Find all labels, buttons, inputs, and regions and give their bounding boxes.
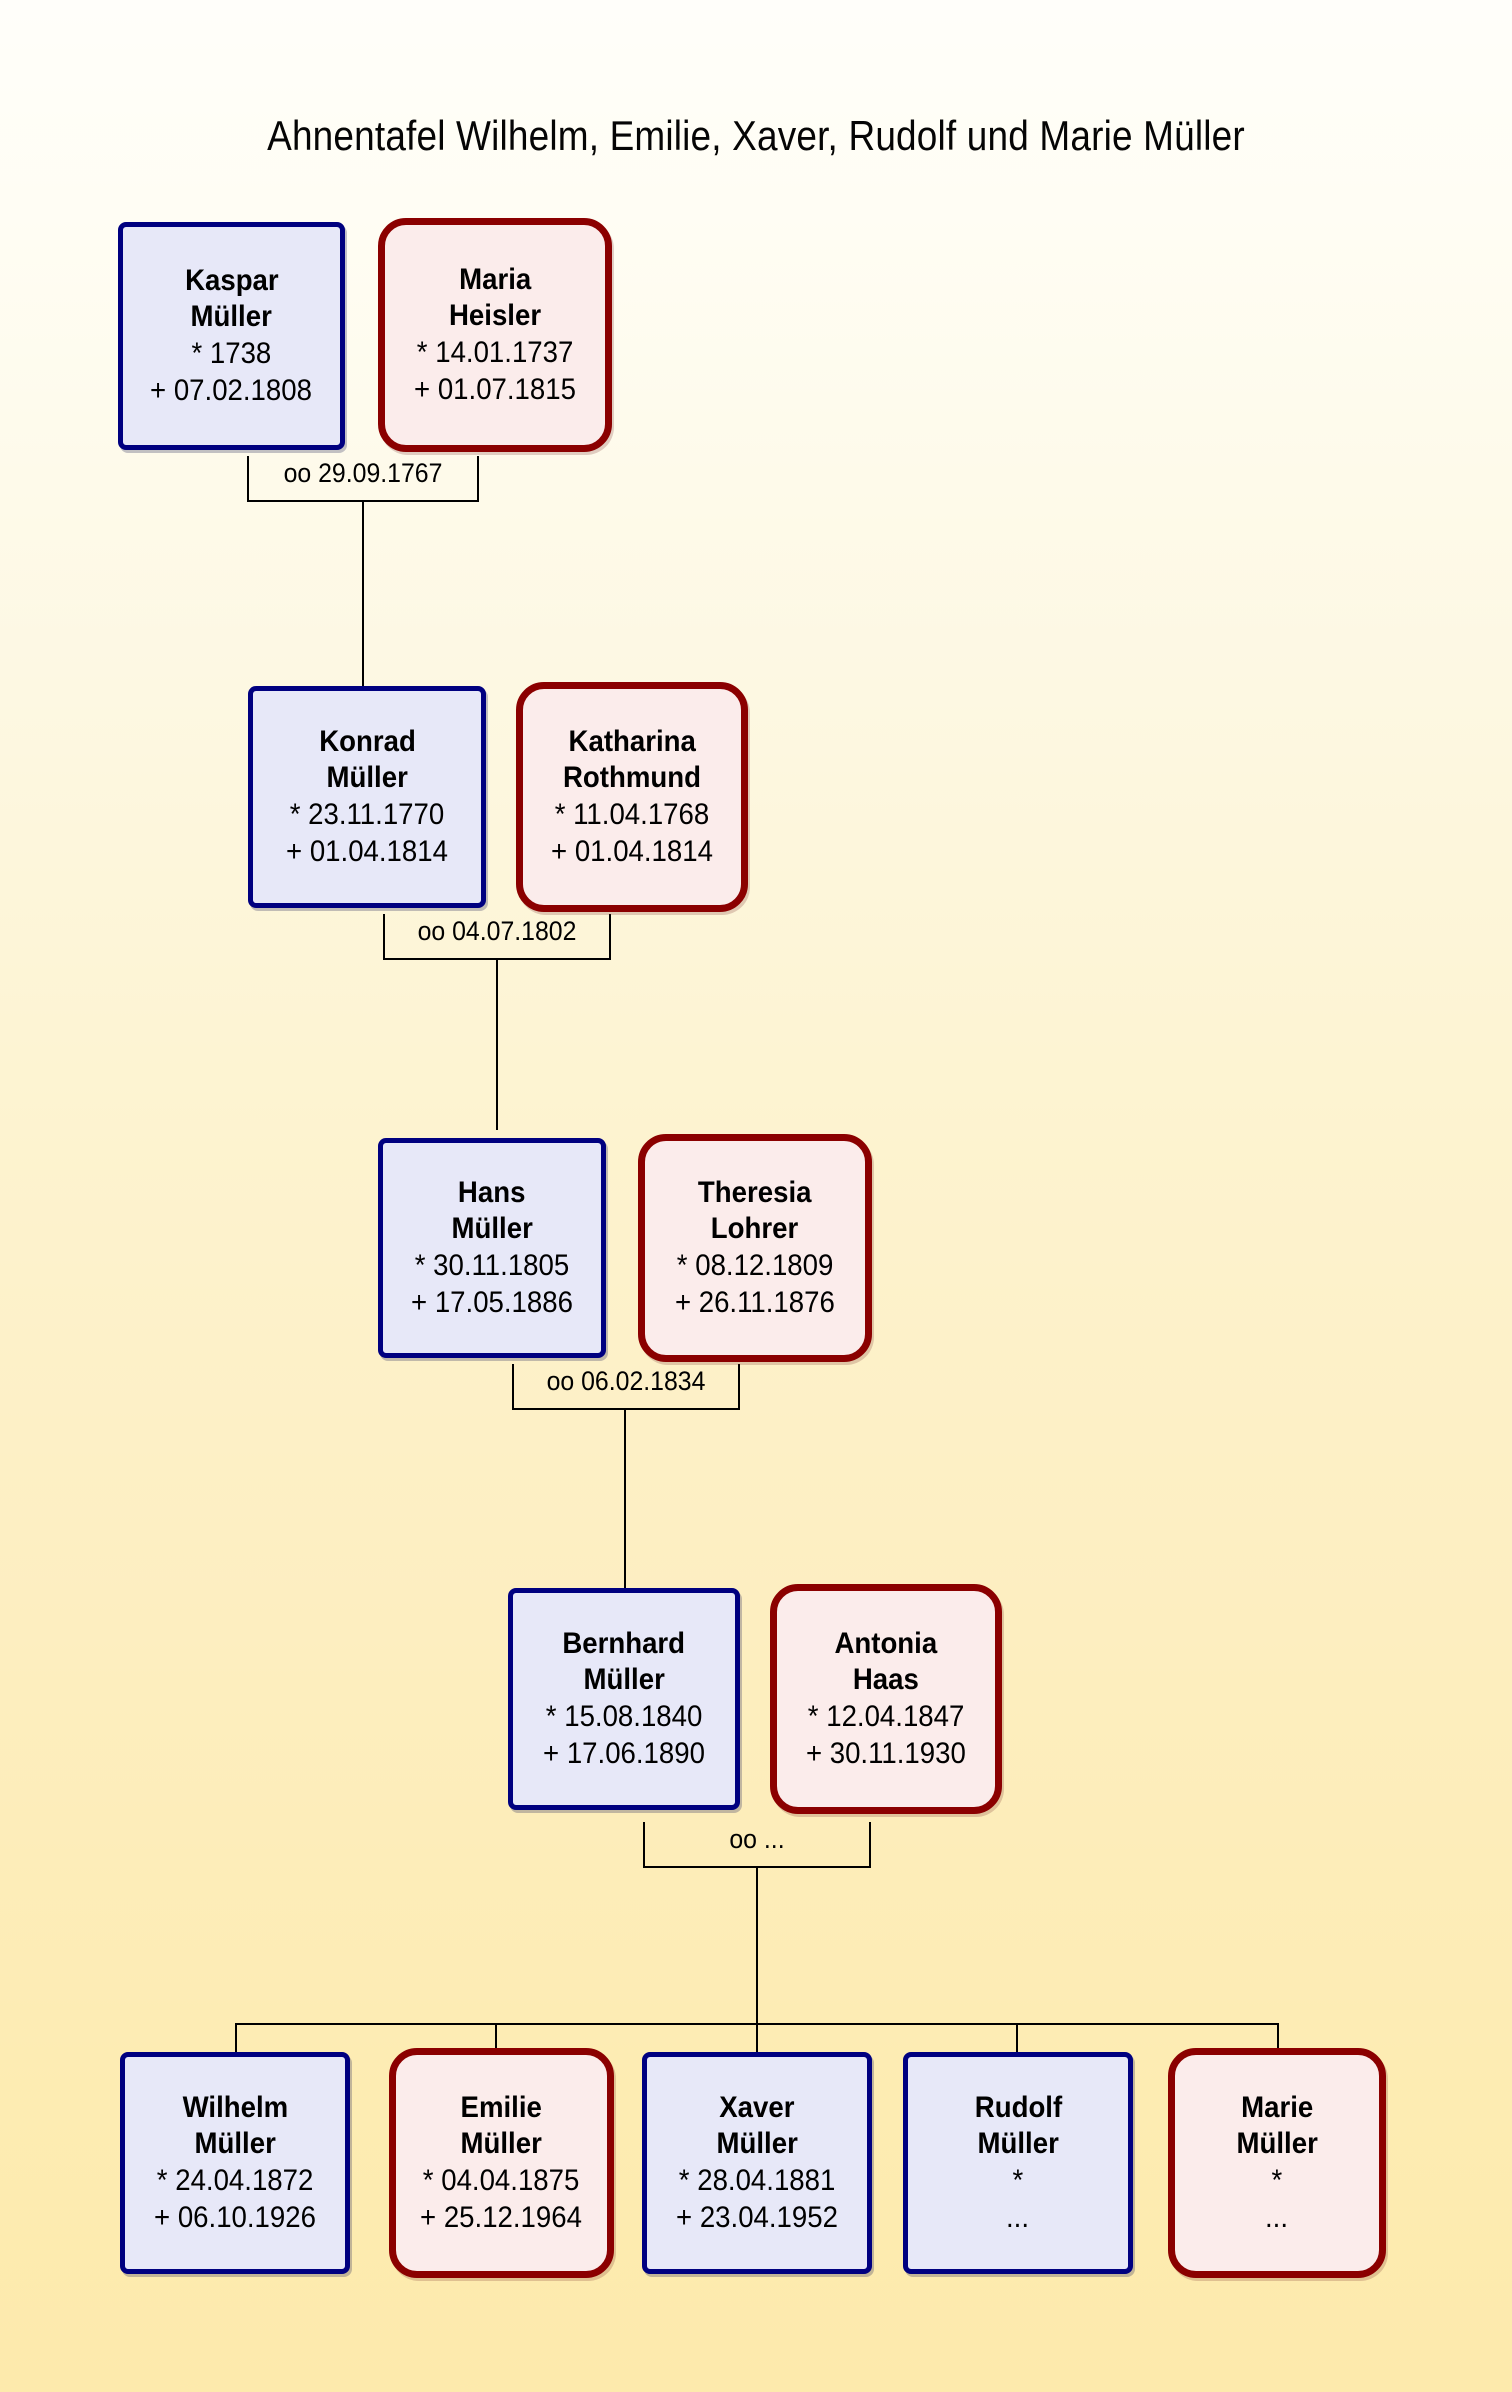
person-death-date: + 17.06.1890 (543, 1736, 705, 1770)
marriage-bar (643, 1866, 871, 1868)
page-title: Ahnentafel Wilhelm, Emilie, Xaver, Rudol… (267, 112, 1245, 159)
marriage-bar (247, 500, 479, 502)
person-given-name: Maria (458, 262, 532, 296)
marriage-stub-left (247, 456, 249, 502)
person-surname: Haas (853, 1663, 919, 1697)
marriage-date-label: oo ... (729, 1824, 785, 1854)
person-surname: Müller (326, 761, 408, 795)
marriage-connector-gen3: oo 06.02.1834 (512, 1364, 740, 1410)
person-death-date: + 26.11.1876 (675, 1285, 835, 1319)
sibling-stub-rudolf (1016, 2023, 1018, 2065)
person-given-name: Konrad (318, 724, 416, 758)
person-surname: Müller (190, 300, 273, 334)
person-birth-date: * 30.11.1805 (414, 1249, 570, 1282)
sibling-stub-emilie (495, 2023, 497, 2065)
person-box-marie-mueller[interactable]: Marie Müller * ... (1168, 2048, 1386, 2278)
marriage-stub-right (869, 1822, 871, 1868)
person-death-date: + 23.04.1952 (676, 2200, 838, 2234)
marriage-stub-left (643, 1822, 645, 1868)
person-birth-date: * 24.04.1872 (156, 2164, 314, 2197)
person-death-date: + 30.11.1930 (806, 1736, 966, 1770)
person-given-name: Antonia (834, 1626, 938, 1660)
person-box-maria-heisler[interactable]: Maria Heisler * 14.01.1737 + 01.07.1815 (378, 218, 612, 452)
person-birth-date: * 28.04.1881 (678, 2164, 836, 2197)
person-birth-date: * 11.04.1768 (554, 798, 710, 831)
person-box-antonia-haas[interactable]: Antonia Haas * 12.04.1847 + 30.11.1930 (770, 1584, 1002, 1814)
person-death-date: + 01.07.1815 (414, 372, 576, 406)
person-death-date: + 25.12.1964 (420, 2200, 583, 2234)
person-given-name: Bernhard (562, 1626, 686, 1660)
person-death-date: + 01.04.1814 (286, 834, 448, 868)
marriage-bar (383, 958, 611, 960)
person-death-date: ... (1265, 2200, 1289, 2234)
person-given-name: Rudolf (974, 2090, 1062, 2124)
person-given-name: Hans (458, 1175, 526, 1209)
person-box-wilhelm-mueller[interactable]: Wilhelm Müller * 24.04.1872 + 06.10.1926 (120, 2052, 350, 2274)
descent-line-gen2-gen3 (496, 960, 498, 1130)
marriage-stub-right (738, 1364, 740, 1410)
person-box-bernhard-mueller[interactable]: Bernhard Müller * 15.08.1840 + 17.06.189… (508, 1588, 740, 1810)
person-birth-date: * 04.04.1875 (423, 2164, 580, 2197)
person-death-date: + 17.05.1886 (411, 1285, 573, 1319)
marriage-stub-left (512, 1364, 514, 1410)
marriage-connector-gen2: oo 04.07.1802 (383, 914, 611, 960)
marriage-date-label: oo 29.09.1767 (283, 458, 443, 488)
marriage-bar (512, 1408, 740, 1410)
person-given-name: Wilhelm (182, 2090, 288, 2124)
person-surname: Müller (460, 2127, 543, 2161)
person-birth-date: * 12.04.1847 (807, 1700, 965, 1733)
person-box-konrad-mueller[interactable]: Konrad Müller * 23.11.1770 + 01.04.1814 (248, 686, 486, 908)
person-given-name: Katharina (568, 724, 696, 758)
person-given-name: Kaspar (184, 263, 279, 297)
person-death-date: ... (1006, 2200, 1030, 2234)
person-surname: Müller (583, 1663, 665, 1697)
person-birth-date: * 08.12.1809 (676, 1249, 834, 1282)
marriage-stub-right (477, 456, 479, 502)
person-death-date: + 01.04.1814 (551, 834, 713, 868)
person-birth-date: * 1738 (191, 337, 272, 370)
person-birth-date: * 15.08.1840 (545, 1700, 703, 1733)
marriage-date-label: oo 04.07.1802 (417, 916, 577, 946)
marriage-connector-gen1: oo 29.09.1767 (247, 456, 479, 502)
sibling-stub-xaver (756, 2023, 758, 2065)
person-death-date: + 07.02.1808 (150, 373, 313, 407)
marriage-connector-gen4: oo ... (643, 1822, 871, 1868)
person-surname: Müller (977, 2127, 1059, 2161)
person-box-xaver-mueller[interactable]: Xaver Müller * 28.04.1881 + 23.04.1952 (642, 2052, 872, 2274)
person-surname: Rothmund (563, 761, 701, 795)
person-given-name: Xaver (719, 2090, 795, 2124)
person-surname: Müller (1236, 2127, 1318, 2161)
person-given-name: Theresia (698, 1175, 812, 1209)
descent-line-gen4-children (756, 1868, 758, 2023)
person-birth-date: * 14.01.1737 (416, 336, 574, 369)
person-box-kaspar-mueller[interactable]: Kaspar Müller * 1738 + 07.02.1808 (118, 222, 345, 450)
person-given-name: Marie (1240, 2090, 1314, 2124)
person-box-emilie-mueller[interactable]: Emilie Müller * 04.04.1875 + 25.12.1964 (389, 2048, 614, 2278)
descent-line-gen3-gen4 (624, 1410, 626, 1588)
person-given-name: Emilie (460, 2090, 543, 2124)
sibling-stub-wilhelm (235, 2023, 237, 2065)
person-birth-date: * (1271, 2164, 1283, 2197)
person-birth-date: * 23.11.1770 (289, 798, 445, 831)
marriage-date-label: oo 06.02.1834 (546, 1366, 706, 1396)
marriage-stub-right (609, 914, 611, 960)
person-box-rudolf-mueller[interactable]: Rudolf Müller * ... (903, 2052, 1133, 2274)
person-death-date: + 06.10.1926 (154, 2200, 316, 2234)
person-birth-date: * (1012, 2164, 1024, 2197)
person-surname: Müller (716, 2127, 798, 2161)
sibling-stub-marie (1277, 2023, 1279, 2065)
person-box-theresia-lohrer[interactable]: Theresia Lohrer * 08.12.1809 + 26.11.187… (638, 1134, 872, 1362)
person-surname: Heisler (448, 299, 542, 333)
person-surname: Lohrer (711, 1212, 799, 1246)
person-surname: Müller (451, 1212, 533, 1246)
person-surname: Müller (194, 2127, 276, 2161)
person-box-hans-mueller[interactable]: Hans Müller * 30.11.1805 + 17.05.1886 (378, 1138, 606, 1358)
marriage-stub-left (383, 914, 385, 960)
descent-line-gen1-gen2 (362, 502, 364, 686)
person-box-katharina-rothmund[interactable]: Katharina Rothmund * 11.04.1768 + 01.04.… (516, 682, 748, 912)
